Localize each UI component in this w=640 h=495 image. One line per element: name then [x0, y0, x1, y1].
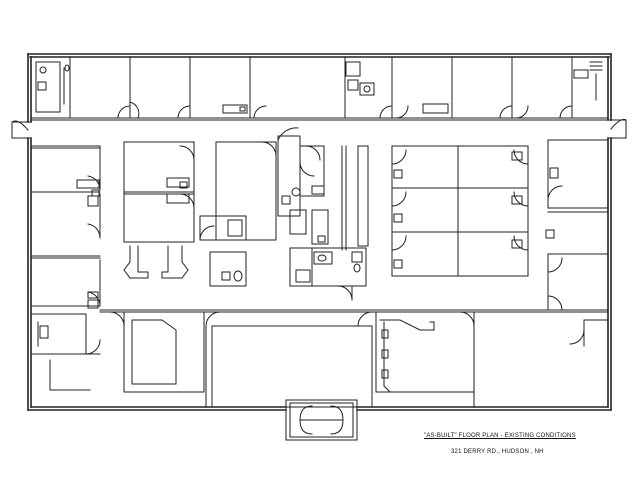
restroom-northwest — [35, 61, 70, 113]
central-core-rooms — [199, 127, 369, 301]
top-row-offices — [30, 56, 609, 121]
office-furniture-top — [222, 61, 603, 114]
drawing-title: "AS-BUILT" FLOOR PLAN - EXISTING CONDITI… — [424, 433, 576, 439]
southwest-room — [30, 313, 101, 391]
drawing-address: 321 DERRY RD., HUDSON , NH — [451, 449, 544, 455]
west-exit — [11, 120, 32, 139]
front-entrance-vestibule — [285, 399, 358, 441]
central-exam-rooms — [123, 141, 195, 279]
east-column-rooms — [545, 139, 609, 311]
east-exam-rooms — [391, 145, 529, 277]
east-exit — [607, 118, 627, 139]
south-rooms — [99, 309, 609, 408]
exterior-walls — [27, 53, 612, 411]
west-exam-rooms — [30, 145, 101, 309]
